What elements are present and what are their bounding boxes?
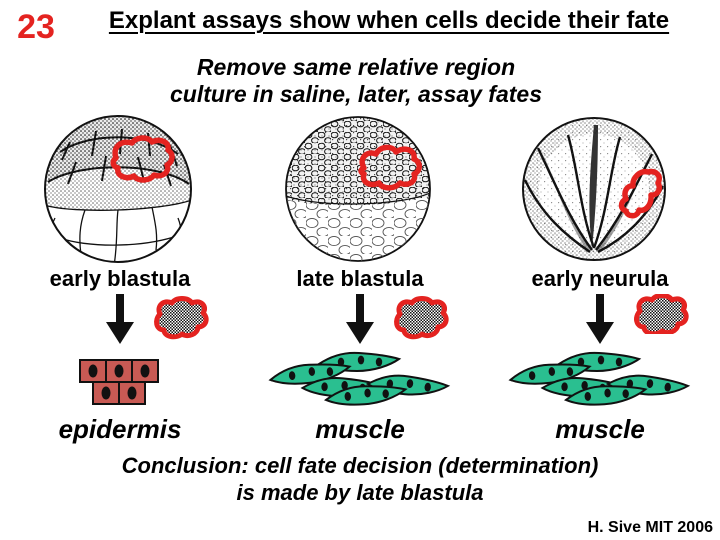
fate-label: muscle	[315, 414, 405, 444]
stage-label: early neurula	[531, 266, 669, 291]
muscle-cells-illustration	[495, 350, 705, 414]
conclusion: Conclusion: cell fate decision (determin…	[0, 452, 720, 506]
explant-tissue-icon	[626, 294, 692, 334]
conclusion-line-1: Conclusion: cell fate decision (determin…	[121, 453, 599, 478]
slide-number: 23	[17, 8, 55, 46]
slide-title: Explant assays show when cells decide th…	[108, 7, 670, 34]
credit: H. Sive MIT 2006	[587, 519, 713, 536]
explant-tissue-icon	[386, 294, 452, 340]
column-early-neurula: early neurula muscle	[480, 110, 720, 444]
down-arrow-icon	[106, 294, 134, 344]
conclusion-line-2: is made by late blastula	[236, 480, 484, 505]
explant-step	[240, 294, 480, 350]
down-arrow-icon	[586, 294, 614, 344]
late-blastula-illustration	[285, 116, 431, 262]
fate-label: epidermis	[58, 414, 182, 444]
stage-columns: early blastula epide	[0, 110, 720, 444]
early-blastula-illustration	[44, 115, 192, 263]
explant-region-outline	[358, 144, 422, 191]
column-late-blastula: late blastula muscle	[240, 110, 480, 444]
epidermis-cells-illustration	[40, 350, 200, 414]
explant-step	[0, 294, 240, 350]
subtitle-line-1: Remove same relative region	[196, 54, 516, 80]
slide-header: 23 Explant assays show when cells decide…	[0, 6, 720, 44]
explant-step	[480, 294, 720, 350]
fate-label: muscle	[555, 414, 645, 444]
subtitle: Remove same relative region culture in s…	[0, 54, 712, 108]
explant-region-outline	[618, 168, 663, 219]
early-neurula-illustration	[522, 117, 666, 261]
stage-label: early blastula	[49, 266, 191, 291]
subtitle-line-2: culture in saline, later, assay fates	[169, 81, 543, 107]
muscle-cells-illustration	[255, 350, 465, 414]
explant-tissue-icon	[146, 294, 212, 340]
down-arrow-icon	[346, 294, 374, 344]
explant-region-outline	[110, 135, 175, 183]
stage-label: late blastula	[296, 266, 424, 291]
column-early-blastula: early blastula epide	[0, 110, 240, 444]
